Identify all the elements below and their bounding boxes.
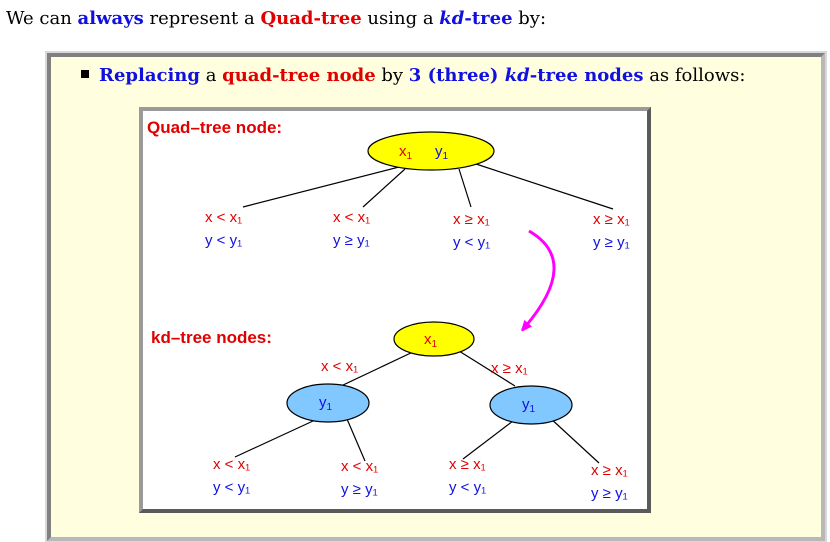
bullet-square-icon	[81, 70, 89, 78]
intro-part4: by:	[512, 8, 547, 29]
intro-part2: represent a	[143, 8, 261, 29]
kd-edge-left-label: x < x₁	[321, 358, 358, 375]
kd-right-label: y1	[522, 396, 536, 415]
kd-tree-title: kd–tree nodes:	[151, 328, 272, 347]
kd-edge-left-2	[346, 418, 366, 462]
intro-always: always	[77, 8, 144, 29]
kd-leaf-3-y-condition: y < y₁	[449, 479, 486, 496]
kd-edge-right-1	[462, 420, 514, 460]
transform-arrow	[525, 229, 556, 327]
kd-leaf-2-x-condition: x < x₁	[341, 458, 378, 475]
intro-part3: using a	[361, 8, 440, 29]
content-frame: Replacing a quad-tree node by 3 (three) …	[47, 53, 825, 541]
bullet-as-follows: as follows:	[643, 65, 746, 86]
bullet-tree-nodes: -tree nodes	[529, 65, 644, 86]
kd-right-node	[489, 385, 573, 425]
kd-edge-right-label: x ≥ x₁	[491, 360, 528, 377]
quad-root-y: y1	[435, 143, 449, 162]
kd-edge-root-left	[340, 350, 416, 387]
quad-branch-2-x-condition: x < x₁	[333, 209, 370, 226]
quad-branch-1-y-condition: y < y₁	[205, 232, 242, 249]
bullet-replacing: Replacing	[99, 65, 200, 86]
kd-leaf-3-x-condition: x ≥ x₁	[449, 456, 486, 473]
quad-branch-1-x-condition: x < x₁	[205, 209, 242, 226]
kd-leaf-1-y-condition: y < y₁	[213, 479, 250, 496]
bullet-a: a	[199, 65, 223, 86]
kd-leaf-4-x-condition: x ≥ x₁	[591, 462, 628, 479]
quad-edge-1	[242, 166, 400, 208]
quad-branch-4-y-condition: y ≥ y₁	[593, 234, 630, 251]
kd-left-node	[286, 383, 370, 423]
intro-kd: kd	[439, 8, 465, 29]
kd-leaf-2-y-condition: y ≥ y₁	[341, 481, 378, 498]
quad-edge-2	[362, 168, 406, 208]
intro-part1: We can	[6, 8, 78, 29]
quad-root-x: x1	[399, 143, 413, 162]
kd-leaf-4-y-condition: y ≥ y₁	[591, 485, 628, 501]
quad-branch-3-y-condition: y < y₁	[453, 234, 490, 251]
bullet-three: 3 (three)	[408, 65, 505, 86]
intro-tree: -tree	[464, 8, 513, 29]
kd-leaf-1-x-condition: x < x₁	[213, 456, 250, 473]
bullet-by: by	[375, 65, 409, 86]
tree-figure: Quad–tree node: x1 y1 x < x₁ y < y₁ x < x₁…	[139, 107, 651, 513]
kd-left-label: y1	[319, 394, 333, 413]
tree-diagram: Quad–tree node: x1 y1 x < x₁ y < y₁ x < x₁…	[147, 118, 630, 501]
kd-edge-right-2	[548, 416, 600, 464]
quad-branch-2-y-condition: y ≥ y₁	[333, 232, 370, 249]
kd-edge-left-1	[234, 420, 314, 458]
bullet-quad-node: quad-tree node	[222, 65, 376, 86]
quad-branch-4-x-condition: x ≥ x₁	[593, 211, 630, 228]
quad-edge-4	[472, 162, 614, 210]
intro-sentence: We can always represent a Quad-tree usin…	[6, 8, 546, 29]
quad-edge-3	[458, 168, 472, 208]
bullet-kd: kd	[504, 65, 530, 86]
bullet-item: Replacing a quad-tree node by 3 (three) …	[81, 65, 745, 86]
quad-root-node	[367, 131, 495, 171]
kd-root-label: x1	[424, 331, 438, 350]
kd-root-node	[393, 321, 475, 357]
quad-tree-title: Quad–tree node:	[147, 118, 282, 137]
quad-branch-3-x-condition: x ≥ x₁	[453, 211, 490, 228]
intro-quadtree: Quad-tree	[260, 8, 362, 29]
kd-edge-root-right	[458, 350, 516, 387]
